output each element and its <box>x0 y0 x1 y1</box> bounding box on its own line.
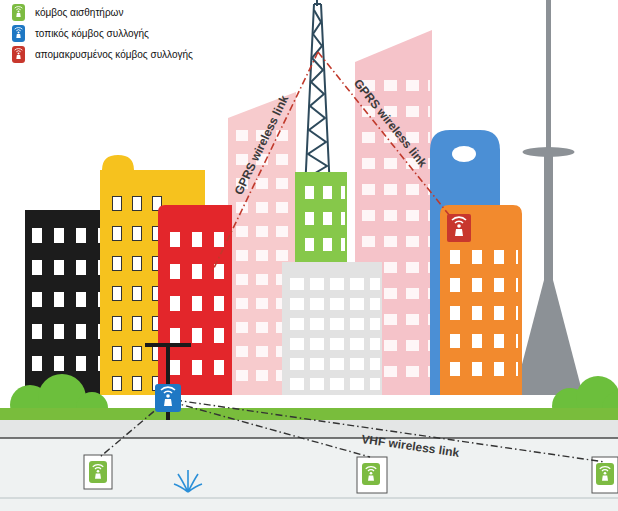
remote-node <box>447 214 471 242</box>
legend-swatch <box>12 4 25 21</box>
node-icon <box>12 46 25 63</box>
underground <box>0 438 618 511</box>
legend-entry: κόμβος αισθητήρων <box>12 4 123 21</box>
legend-entry: απομακρυσμένος κόμβος συλλογής <box>12 46 193 63</box>
node-icon <box>12 25 25 42</box>
node-icon <box>12 4 25 21</box>
gprs-link <box>212 52 458 272</box>
link-label: GPRS wireless link <box>351 77 428 169</box>
legend-entry: τοπικός κόμβος συλλογής <box>12 25 149 42</box>
sensor-node <box>357 457 387 493</box>
water-leak <box>174 470 202 492</box>
link-label: GPRS wireless link <box>232 93 290 196</box>
local-node <box>145 343 191 420</box>
lattice-tower <box>305 0 330 190</box>
legend-text: τοπικός κόμβος συλλογής <box>35 28 149 39</box>
legend-text: κόμβος αισθητήρων <box>35 7 123 18</box>
sensor-node <box>592 457 618 493</box>
link-label: VHF wireless link <box>360 433 459 459</box>
legend-swatch <box>12 25 25 42</box>
sensor-node <box>84 455 112 489</box>
building <box>25 210 102 395</box>
tv-tower <box>514 0 583 395</box>
grass <box>0 408 618 420</box>
building <box>440 205 522 395</box>
legend-text: απομακρυσμένος κόμβος συλλογής <box>35 49 193 60</box>
legend-swatch <box>12 46 25 63</box>
building <box>282 262 382 395</box>
sidewalk <box>0 420 618 438</box>
